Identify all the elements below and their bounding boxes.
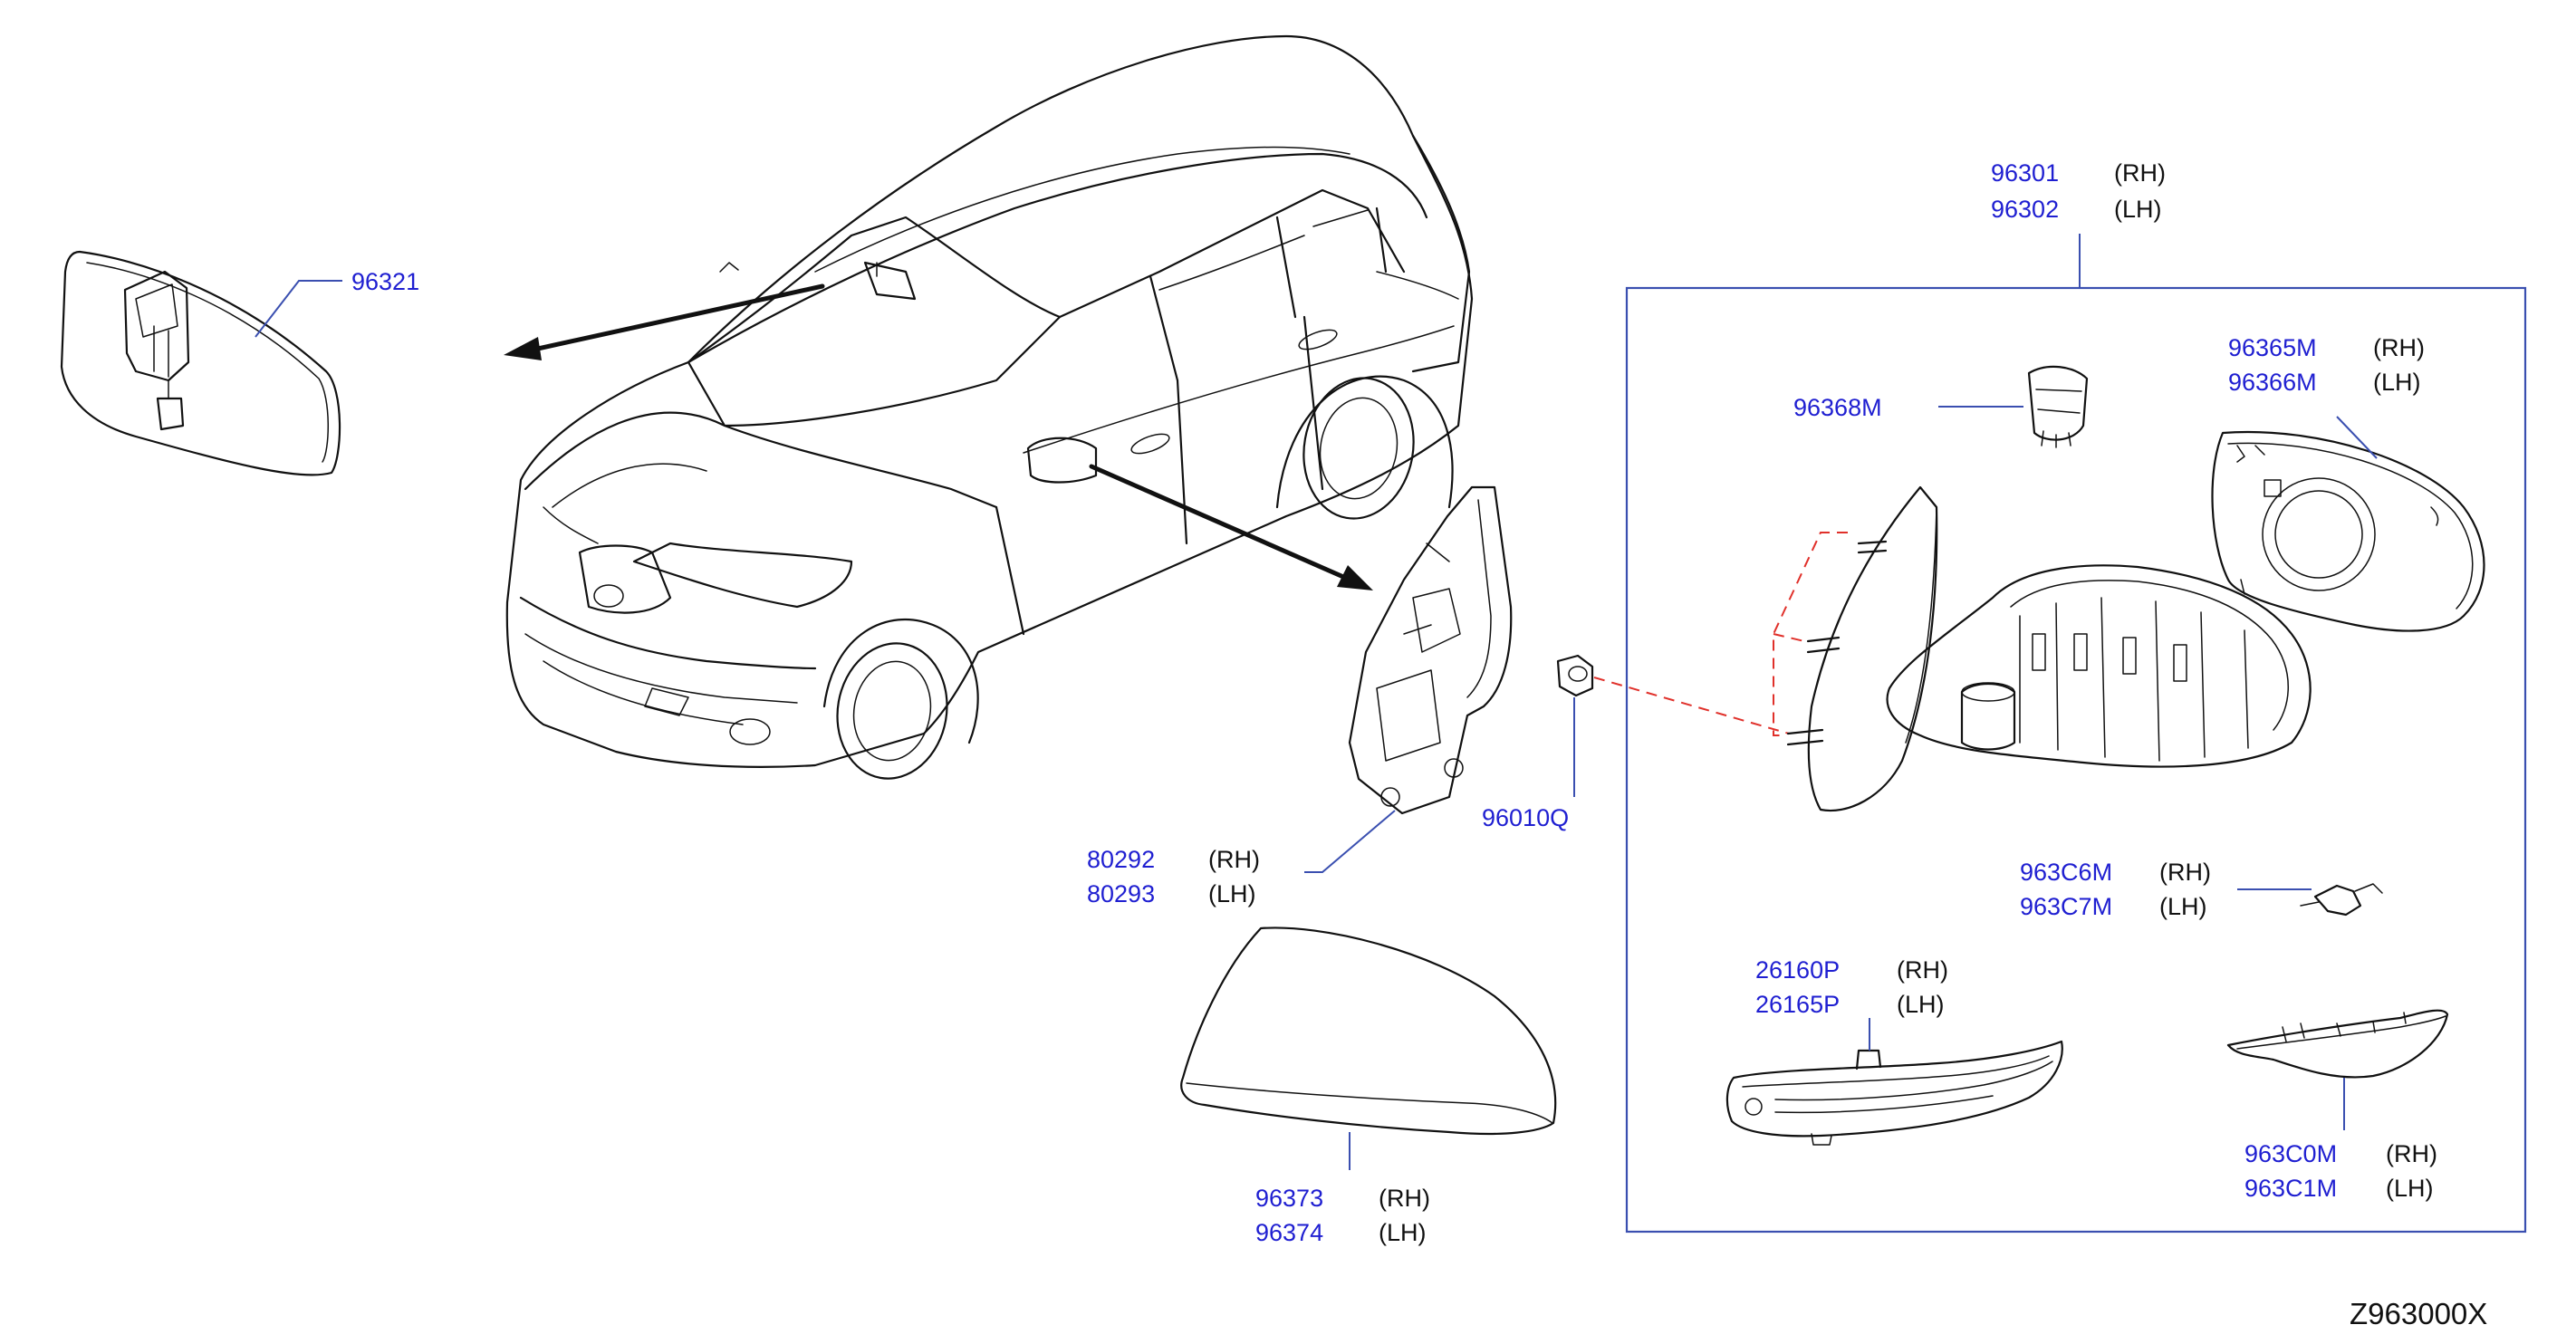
side-96302: (LH) (2114, 196, 2162, 223)
part-number-96321[interactable]: 96321 (351, 268, 419, 295)
side-96365m: (RH) (2373, 334, 2425, 361)
leader-80292 (1304, 810, 1396, 873)
diagram-code: Z963000X (2350, 1297, 2487, 1330)
part-number-96374[interactable]: 96374 (1255, 1219, 1323, 1246)
side-96366m: (LH) (2373, 369, 2421, 396)
rearview-mirror-drawing[interactable] (60, 250, 341, 476)
part-number-963c7m[interactable]: 963C7M (2020, 893, 2112, 920)
side-963c1m: (LH) (2386, 1175, 2434, 1202)
part-number-96301[interactable]: 96301 (1991, 159, 2059, 187)
part-number-96368m[interactable]: 96368M (1793, 394, 1882, 421)
side-963c7m: (LH) (2159, 893, 2207, 920)
mirror-housing-drawing[interactable] (1786, 485, 2312, 812)
harness-drawing[interactable] (2300, 883, 2383, 917)
side-96301: (RH) (2114, 159, 2166, 187)
nut-drawing[interactable] (1556, 654, 1594, 697)
part-number-96010q[interactable]: 96010Q (1482, 804, 1569, 831)
side-963c0m: (RH) (2386, 1140, 2437, 1167)
arrow-to-door-mirror (1089, 464, 1373, 590)
part-number-963c0m[interactable]: 963C0M (2244, 1140, 2337, 1167)
side-96373: (RH) (1379, 1185, 1430, 1212)
part-number-26165p[interactable]: 26165P (1755, 991, 1840, 1018)
part-number-963c6m[interactable]: 963C6M (2020, 859, 2112, 886)
part-number-96373[interactable]: 96373 (1255, 1185, 1323, 1212)
part-number-80293[interactable]: 80293 (1087, 880, 1155, 907)
side-963c6m: (RH) (2159, 859, 2211, 886)
lower-cover-drawing[interactable] (2226, 1009, 2449, 1079)
car-drawing (505, 34, 1474, 780)
leader-96321 (255, 280, 342, 338)
side-26160p: (RH) (1897, 956, 1948, 984)
part-number-26160p[interactable]: 26160P (1755, 956, 1840, 984)
part-number-96302[interactable]: 96302 (1991, 196, 2059, 223)
turn-lamp-drawing[interactable] (1725, 1040, 2063, 1146)
part-number-96366m[interactable]: 96366M (2228, 369, 2317, 396)
side-80293: (LH) (1208, 880, 1256, 907)
arrow-to-rearview (504, 283, 825, 360)
finisher-drawing[interactable] (1348, 485, 1513, 815)
side-96374: (LH) (1379, 1219, 1427, 1246)
side-80292: (RH) (1208, 846, 1260, 873)
dashed-connector-studs (1773, 532, 1848, 736)
part-number-96365m[interactable]: 96365M (2228, 334, 2317, 361)
actuator-drawing[interactable] (2027, 365, 2089, 448)
side-26165p: (LH) (1897, 991, 1945, 1018)
assembly-frame (1625, 286, 2527, 1234)
part-number-80292[interactable]: 80292 (1087, 846, 1155, 873)
dashed-connector-nut (1593, 677, 1790, 734)
dashed-connector-mid (1773, 633, 1805, 642)
mirror-cover-drawing[interactable] (1180, 926, 1557, 1136)
part-number-963c1m[interactable]: 963C1M (2244, 1175, 2337, 1202)
leader-96365m (2336, 416, 2378, 459)
mirror-glass-drawing[interactable] (2211, 430, 2485, 632)
